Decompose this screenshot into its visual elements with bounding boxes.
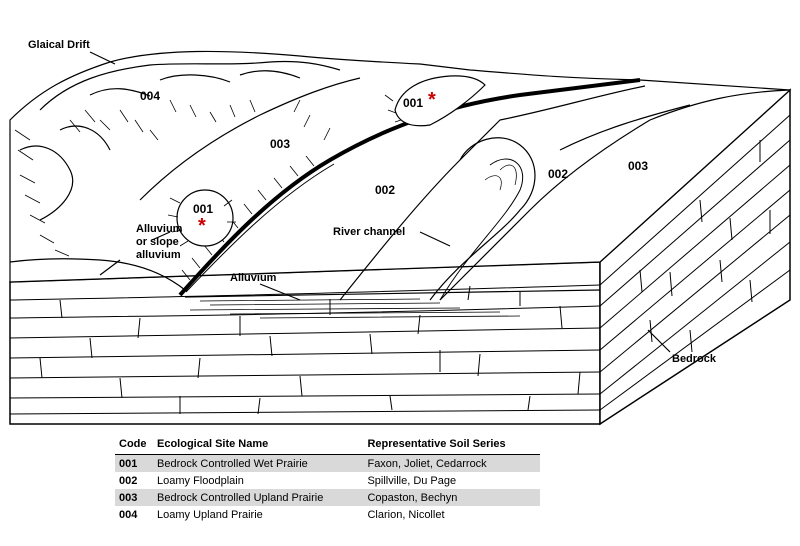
zone-003-left: 003 bbox=[270, 137, 290, 151]
zone-002-right: 002 bbox=[548, 167, 568, 181]
label-river-channel: River channel bbox=[333, 226, 405, 238]
label-glacial-drift: Glaical Drift bbox=[28, 39, 90, 51]
legend-row: 002 Loamy Floodplain Spillville, Du Page bbox=[115, 472, 540, 489]
label-alluvium-slope-1: Alluvium bbox=[136, 223, 183, 235]
zone-003-right: 003 bbox=[628, 159, 648, 173]
legend-soil-series: Copaston, Bechyn bbox=[363, 489, 540, 506]
block-outline bbox=[9, 88, 791, 426]
legend-header-code: Code bbox=[115, 436, 153, 455]
zone-004: 004 bbox=[140, 89, 160, 103]
legend-row: 001 Bedrock Controlled Wet Prairie Faxon… bbox=[115, 454, 540, 472]
legend-code: 003 bbox=[115, 489, 153, 506]
landscape-block-diagram: Glaical Drift 004 003 001 * 001 * 002 00… bbox=[9, 39, 792, 426]
star-001-top: * bbox=[428, 89, 436, 111]
zone-002-center: 002 bbox=[375, 183, 395, 197]
legend-site-name: Bedrock Controlled Wet Prairie bbox=[153, 454, 364, 472]
label-alluvium: Alluvium bbox=[230, 272, 277, 284]
legend-code: 001 bbox=[115, 454, 153, 472]
legend-site-name: Loamy Upland Prairie bbox=[157, 508, 263, 521]
legend-header-series: Representative Soil Series bbox=[363, 436, 540, 455]
legend-header-row: Code Ecological Site Name Representative… bbox=[115, 436, 540, 455]
legend-site-name: Bedrock Controlled Upland Prairie bbox=[153, 489, 364, 506]
legend-soil-series: Clarion, Nicollet bbox=[367, 508, 445, 521]
landscape-surface bbox=[9, 50, 792, 319]
legend-soil-series: Faxon, Joliet, Cedarrock bbox=[363, 454, 540, 472]
bedrock-front-layers bbox=[9, 284, 601, 415]
bedrock-side-layers bbox=[599, 114, 791, 411]
label-alluvium-slope-2: or slope bbox=[136, 236, 179, 248]
leader-lines bbox=[89, 51, 671, 353]
zone-001-top: 001 bbox=[403, 96, 423, 110]
legend-code: 004 bbox=[119, 508, 138, 521]
legend-code: 002 bbox=[119, 474, 138, 487]
legend-header-name: Ecological Site Name bbox=[153, 436, 364, 455]
legend-row: 003 Bedrock Controlled Upland Prairie Co… bbox=[115, 489, 540, 506]
zone-001-left: 001 bbox=[193, 202, 213, 216]
legend-row: 004 Loamy Upland Prairie Clarion, Nicoll… bbox=[115, 506, 540, 523]
legend-site-name: Loamy Floodplain bbox=[157, 474, 244, 487]
label-alluvium-slope-3: alluvium bbox=[136, 249, 181, 261]
legend-table: Code Ecological Site Name Representative… bbox=[115, 436, 540, 523]
legend-soil-series: Spillville, Du Page bbox=[367, 474, 457, 487]
star-001-left: * bbox=[198, 215, 206, 237]
label-bedrock: Bedrock bbox=[672, 353, 717, 365]
ecological-site-legend: Code Ecological Site Name Representative… bbox=[115, 436, 540, 523]
